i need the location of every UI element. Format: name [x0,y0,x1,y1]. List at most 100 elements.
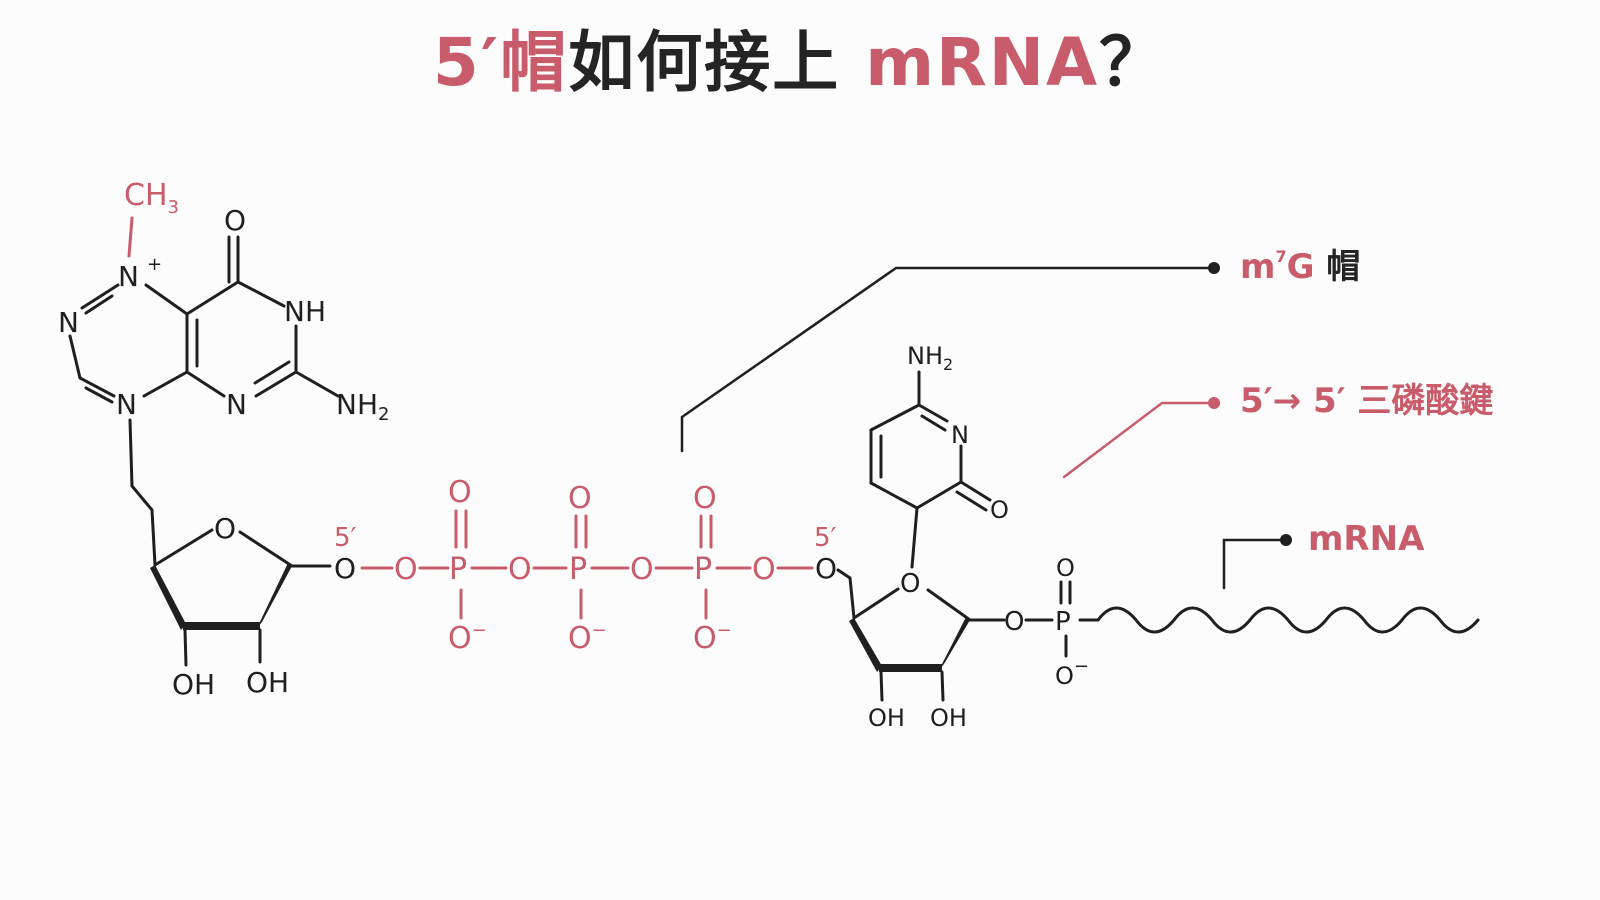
base-c4-n3-double [920,414,947,432]
bridge-o-5: O [752,552,776,587]
phosphorus-gamma: P [694,552,712,587]
callout-mrna: mRNA [1308,519,1425,559]
callout-cap-m: m [1240,247,1276,287]
bond-c5-c6 [185,280,240,316]
methyl-bond [127,216,134,258]
bond-n1-n2 [80,283,120,310]
base-nh2: NH2 [907,342,953,374]
mrna-ribose-wedge-left [849,618,882,672]
bond-linker-sugar [150,508,157,567]
bridge-o-4: O [630,552,654,587]
gamma-o-minus: O− [693,620,732,656]
mrna-chain-wave [1096,606,1480,634]
ribose-oh-right: OH [246,666,289,699]
cap-ribose: O OH OH [150,512,332,701]
bond-leader-line [1062,401,1216,479]
c4-ring-o [852,587,900,620]
base-n3: N [951,421,969,449]
c3-oh [940,670,945,702]
base-to-sugar [910,506,919,569]
gamma-oxo: O [693,481,717,516]
title-how-attach: 如何接上 [568,24,841,101]
ribose-ring-o: O [214,512,236,545]
beta-o-minus: O− [568,620,607,656]
atom-n9: N [116,388,137,421]
page-title: 5′帽如何接上 mRNA？ [0,22,1600,105]
phosphorus-beta: P [569,552,587,587]
callout-cap-chinese: 帽 [1326,247,1361,287]
bridge-o-6: O [815,552,837,585]
bridge-o-3: O [508,552,532,587]
atom-o6: O [224,204,246,237]
callout-triphosphate-bond: 5′→ 5′ 三磷酸鍵 [1240,381,1494,421]
callout-m7g-cap: m7G 帽 [1240,247,1361,287]
c5-to-c4 [848,576,856,620]
bond-c2-n [254,370,298,398]
bond-c2-nh2 [294,370,340,398]
ribose-o-c1 [238,530,294,568]
callout-cap-superscript: 7 [1275,247,1287,266]
atom-nh2: NH2 [336,388,389,425]
ribose-c2-oh [183,628,188,667]
mrna-ribose-oh-right: OH [930,704,967,732]
o5-to-c5 [836,568,852,580]
bridge-o-1: O [334,552,356,585]
bond-c-n3 [78,376,116,398]
atom-n3: N [226,388,247,421]
base-c4-n3 [917,403,949,423]
bond-n1-n2-double [84,294,114,315]
atom-nh: NH [284,295,326,328]
base-c2-o-double [955,490,988,512]
alpha-o-minus: O− [448,620,487,656]
ribose-c4-o [153,528,214,567]
mrna-ribose-oh-left: OH [868,704,905,732]
title-mrna: mRNA [865,24,1100,101]
cap-leader-line [680,266,1216,453]
mrna-ribose-wedge-right [939,617,970,670]
bond-c6-nh [236,280,286,308]
atom-plus-charge: + [147,254,162,275]
five-prime-left: 5′ [334,523,357,553]
ribose-wedge-right [257,563,292,628]
bond-c-n3-double [84,386,114,404]
base-c2-o [959,480,992,502]
mrna-backbone: O P O O− [1004,554,1480,690]
callout-cap-g: G [1286,247,1315,287]
callout-leaders [680,262,1292,590]
base-o2: O [990,496,1009,524]
m7g-base: CH3 N + N N O NH N NH2 [58,178,389,567]
atom-ch3: CH3 [124,178,179,218]
first-nucleotide-base: NH2 N O [869,342,1009,569]
bridge-o-2: O [394,552,418,587]
title-5prime-cap: 5′帽 [432,24,569,101]
bond-n2-c [68,334,82,380]
backbone-o: O [1004,607,1024,637]
base-c6-c1 [869,481,919,510]
mrna-ribose: O OH OH [836,568,1006,732]
bond-n9-linker [128,418,134,488]
mrna-leader-dot [1280,534,1292,546]
phosphorus-alpha: P [449,552,467,587]
triphosphate-bridge: 5′ O O P O P O P O 5′ O O O− O [334,475,837,656]
ribose-wedge-left [150,565,186,630]
atom-n2: N [58,306,79,339]
bond-n-c4 [185,370,226,398]
bond-c5-n1 [144,283,189,316]
alpha-oxo: O [448,475,472,510]
backbone-oxo: O [1056,554,1075,582]
backbone-p: P [1055,607,1071,637]
base-c4-c5 [869,403,921,432]
ribose-oh-left: OH [172,668,215,701]
atom-n-plus: N [118,260,139,293]
backbone-o-minus: O− [1055,656,1089,690]
five-prime-right: 5′ [814,523,837,553]
bond-c2-n-double [253,360,291,385]
bond-n3-c4 [142,370,189,398]
mrna-ribose-ring-o: O [900,569,920,599]
bond-linker-c1 [130,484,154,512]
base-c1-c2 [915,480,963,510]
ring-o-c1 [926,588,972,622]
cap-leader-dot [1208,262,1220,274]
